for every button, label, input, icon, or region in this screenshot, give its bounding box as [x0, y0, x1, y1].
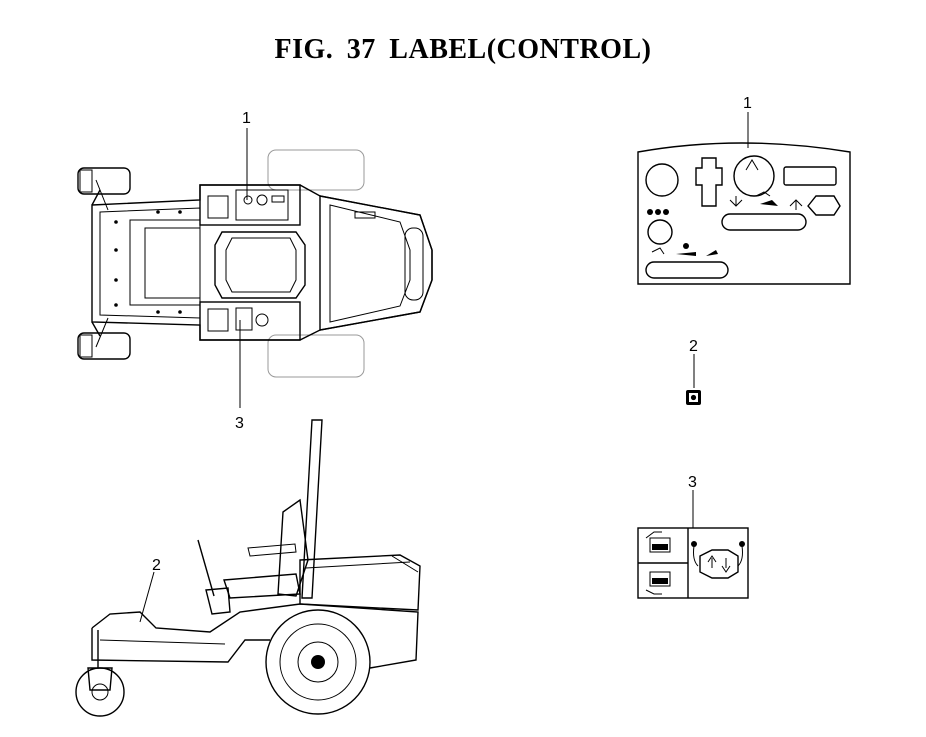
callout-part-1: 1	[743, 95, 752, 112]
callout-part-2: 2	[689, 338, 698, 355]
small-warning-label	[686, 390, 701, 405]
throttle-symbol	[733, 155, 775, 197]
choke-icon	[651, 247, 665, 255]
throttle-slot	[645, 261, 729, 279]
blade-height-slot	[721, 213, 807, 231]
leader-side-2	[139, 571, 155, 623]
turtle-icon	[706, 250, 718, 256]
callout-top-1: 1	[242, 110, 251, 127]
ignition-symbol	[645, 163, 679, 197]
mower-top-view	[77, 149, 433, 378]
mower-side-view	[75, 419, 421, 717]
down-arrow-icon	[729, 196, 743, 207]
key-switch-symbol	[647, 219, 673, 245]
up-arrow-icon	[789, 199, 803, 210]
rabbit-icon	[676, 252, 696, 256]
control-panel-label	[637, 142, 851, 285]
blade-icon	[760, 200, 778, 206]
choke-symbol	[695, 157, 723, 207]
pto-button-symbol	[807, 195, 841, 216]
hour-meter-window	[783, 166, 837, 186]
callout-side-2: 2	[152, 557, 161, 574]
key-position-icons	[647, 209, 669, 215]
motion-control-label	[637, 527, 749, 599]
callout-top-3: 3	[235, 415, 244, 432]
callout-part-3: 3	[688, 474, 697, 491]
figure-title: FIG. 37 LABEL(CONTROL)	[274, 34, 652, 65]
